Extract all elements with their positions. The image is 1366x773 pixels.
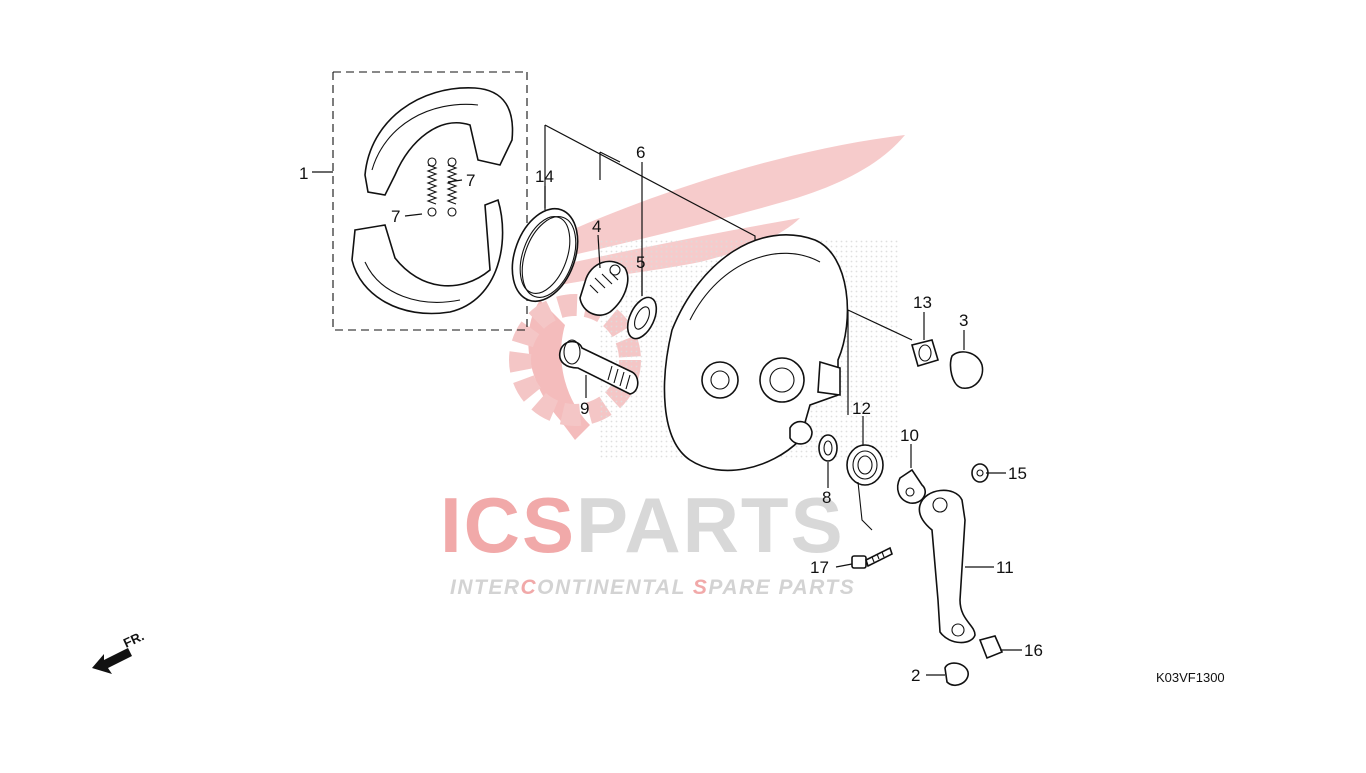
seal-ring [511,207,579,303]
callout-14: 14 [535,167,554,186]
callout-3: 3 [959,311,968,330]
callout-2: 2 [911,666,920,685]
nut-15 [971,463,989,483]
brake-shoe-set [332,71,528,331]
washer [626,296,658,340]
collar-nut [911,339,939,367]
callout-17: 17 [810,558,829,577]
callout-10: 10 [900,426,919,445]
callout-6: 6 [636,143,645,162]
watermark-brand-red: ICS [440,481,576,569]
watermark-tagline-segment: INTER [450,576,521,599]
brake-panel [663,234,849,472]
joint-2 [944,662,969,687]
callout-11: 11 [996,558,1014,577]
watermark-brand-grey: PARTS [576,481,845,569]
watermark-tagline-segment: ONTINENTAL [537,576,693,599]
callout-7a: 7 [466,171,475,190]
callout-8: 8 [822,488,831,507]
callout-12: 12 [852,399,871,418]
front-arrow-icon [92,648,132,674]
callout-9: 9 [580,399,589,418]
dust-seal [818,434,838,462]
callouts: 1 7 7 14 4 6 5 9 13 3 12 10 8 15 11 17 1… [299,143,1043,685]
watermark-tagline-segment: C [521,576,538,599]
callout-7b: 7 [391,207,400,226]
diagram-code: K03VF1300 [1156,670,1225,685]
callout-1: 1 [299,164,308,183]
callout-4: 4 [592,217,601,236]
callout-13: 13 [913,293,932,312]
wear-indicator-plate [896,468,926,504]
bolt [851,546,893,569]
watermark-tagline-segment: S [693,576,709,599]
brake-arm [918,489,976,644]
watermark-brand: ICSPARTS [440,481,845,569]
callout-5: 5 [636,253,645,272]
direction-indicator: FR. [92,628,146,674]
return-spring [846,444,884,531]
indicator-gear [579,260,629,316]
leader-lines [312,162,1022,676]
pin-16 [978,635,1004,660]
direction-label: FR. [121,628,146,650]
watermark-tagline: INTERCONTINENTAL SPARE PARTS [450,576,855,599]
callout-15: 15 [1008,464,1027,483]
callout-16: 16 [1024,641,1043,660]
watermark-tagline-segment: PARE PARTS [708,576,855,599]
cap [949,351,984,389]
brake-cam-shaft [558,339,639,395]
